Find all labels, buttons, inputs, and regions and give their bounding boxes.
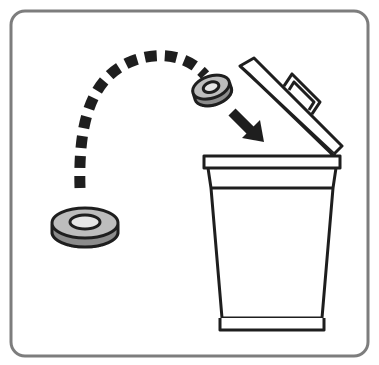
small-cap-icon	[52, 208, 118, 247]
